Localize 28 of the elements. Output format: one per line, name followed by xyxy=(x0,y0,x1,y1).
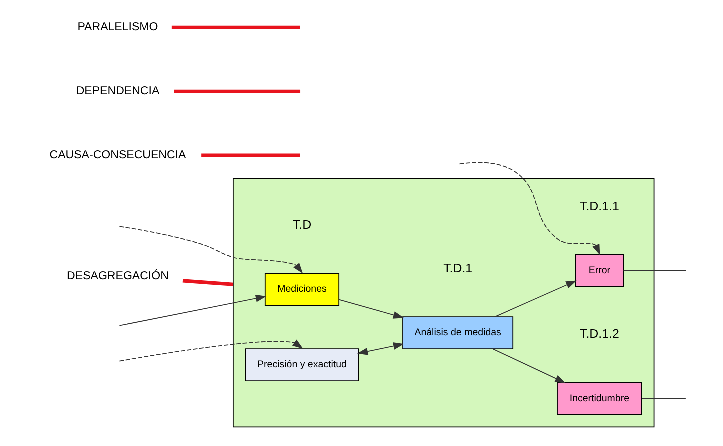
node-box: Error xyxy=(574,254,624,288)
node-box: Precisión y exactitud xyxy=(244,348,359,382)
arrow xyxy=(492,348,566,384)
connector xyxy=(171,26,300,30)
connector xyxy=(182,279,234,286)
cluster xyxy=(232,178,654,428)
node-label: T.D xyxy=(292,218,312,232)
arrow xyxy=(356,342,404,356)
node-text: DESAGREGACIÓN xyxy=(66,270,168,282)
arrow xyxy=(118,340,303,362)
node-box: Análisis de medidas xyxy=(402,316,514,350)
connector xyxy=(641,398,686,400)
connector xyxy=(201,154,300,158)
node-label: T.D.1.1 xyxy=(580,199,619,214)
node-label: T.D.1.2 xyxy=(580,327,619,342)
node-text: PARALELISMO xyxy=(77,22,158,34)
arrow xyxy=(118,294,266,326)
connector xyxy=(174,90,300,94)
node-box: Mediciones xyxy=(264,273,340,306)
node-box: Incertidumbre xyxy=(556,382,642,416)
node-text: CAUSA-CONSECUENCIA xyxy=(49,150,186,162)
arrow xyxy=(118,226,303,274)
connector xyxy=(622,270,686,272)
arrow xyxy=(338,299,404,319)
node-text: DEPENDENCIA xyxy=(76,86,160,98)
node-label: T.D.1 xyxy=(443,261,472,276)
arrow xyxy=(494,280,576,318)
arrow xyxy=(458,162,600,256)
